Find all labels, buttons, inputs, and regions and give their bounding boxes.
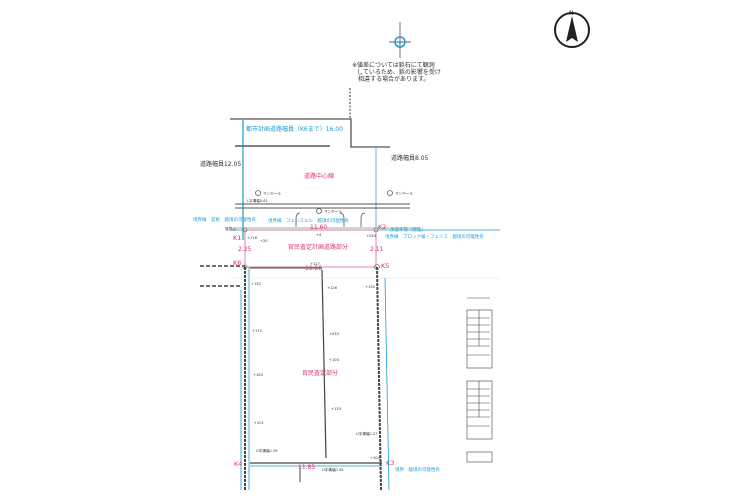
manhole: マンホール xyxy=(387,190,413,196)
boundary-note: 境界線 官民 越境の可能性有 xyxy=(193,216,256,223)
planned-road-width: 都市計画道路幅員（K6まで）16.00 xyxy=(246,125,343,133)
svg-text:相違する場合があります。: 相違する場合があります。 xyxy=(358,75,429,83)
north-arrow-icon: N xyxy=(554,10,590,48)
water-main-label: 水道本管（仮設） xyxy=(390,226,426,233)
svg-text:+20: +20 xyxy=(260,239,268,243)
cropped-table xyxy=(466,297,493,463)
road-center-note: 道路中心線 xyxy=(304,172,334,180)
svg-text:11.60: 11.60 xyxy=(310,224,327,231)
svg-text:+201: +201 xyxy=(254,421,264,425)
gutter-label: U字溝幅0.34 xyxy=(322,467,344,472)
svg-text:マンホール: マンホール xyxy=(263,191,281,196)
svg-text:+034: +034 xyxy=(366,234,377,238)
point-k5: K5 xyxy=(381,262,389,270)
manhole: マンホール xyxy=(255,190,281,196)
boundary-points: K1 K2 K3 K4 K5 K6 xyxy=(233,223,394,468)
point-k1: K1 xyxy=(233,234,241,242)
gutter-label: U字溝幅0.19 xyxy=(256,448,278,453)
point-k4: K4 xyxy=(234,460,242,468)
svg-text:+4: +4 xyxy=(316,233,322,237)
dimensions: 11.60 11.56 11.85 2.25 2.11 xyxy=(238,224,384,471)
svg-text:+126: +126 xyxy=(327,286,338,290)
svg-text:11.56: 11.56 xyxy=(305,265,322,272)
boundary-note: 境界線 ブロック塀・フェンス 越境の可能性有 xyxy=(385,233,484,240)
point-k2: K2 xyxy=(378,223,386,231)
manhole: マンホール xyxy=(316,208,342,214)
svg-text:2.11: 2.11 xyxy=(370,246,384,253)
svg-text:+133: +133 xyxy=(331,407,341,411)
svg-text:+118: +118 xyxy=(247,236,258,240)
elevations: +118 +20 +4 +034 +127 +132 +126 +130 +17… xyxy=(247,233,381,460)
svg-text:+104: +104 xyxy=(370,456,381,460)
road-section-label: 官民査定計画道路部分 xyxy=(288,243,348,251)
svg-text:しているため、鋲の影響を受け: しているため、鋲の影響を受け xyxy=(357,68,441,76)
boundary-note: 境界線 フェンスエル 越境の可能性有 xyxy=(268,217,349,224)
svg-text:+163: +163 xyxy=(253,373,263,377)
road-outline xyxy=(230,88,500,240)
svg-text:マンホール: マンホール xyxy=(324,209,342,214)
svg-text:+130: +130 xyxy=(365,285,376,289)
note: ※値差については鋲石にて観測 しているため、鋲の影響を受け 相違する場合がありま… xyxy=(352,61,441,83)
point-k6: K6 xyxy=(233,259,241,267)
lot-section-label: 官民査定部分 xyxy=(302,369,338,377)
svg-text:+127: +127 xyxy=(310,262,320,266)
left-road-width: 道路幅員12.05 xyxy=(200,160,241,168)
survey-point-label: 境界点 xyxy=(225,226,236,231)
parcel xyxy=(200,229,500,491)
north-label: N xyxy=(569,10,574,17)
svg-text:マンホール: マンホール xyxy=(395,191,413,196)
svg-text:+172: +172 xyxy=(252,329,262,333)
gutter-label: U字溝幅0.27 xyxy=(356,431,377,436)
svg-text:2.25: 2.25 xyxy=(238,246,252,253)
svg-text:+132: +132 xyxy=(251,282,261,286)
compass-icon xyxy=(389,22,411,58)
boundary-note: 境界 越境の可能性有 xyxy=(395,466,440,473)
svg-text:+033: +033 xyxy=(329,332,339,336)
point-k3: K3 xyxy=(386,459,394,467)
svg-text:+104: +104 xyxy=(329,358,340,362)
gutter-label: L字溝幅0.61 xyxy=(247,198,268,203)
right-road-width: 道路幅員8.05 xyxy=(391,154,429,162)
svg-text:11.85: 11.85 xyxy=(298,464,315,471)
svg-text:※値差については鋲石にて観測: ※値差については鋲石にて観測 xyxy=(352,61,435,69)
